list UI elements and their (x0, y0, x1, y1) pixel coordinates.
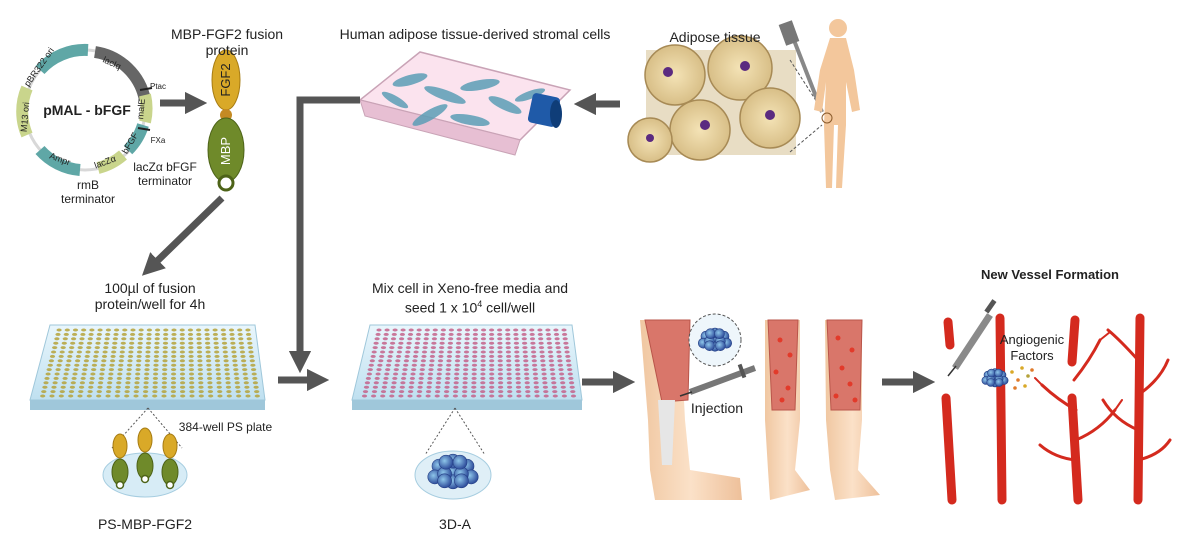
arrow-protein-to-coating (141, 195, 225, 276)
vessel-injection-syringe (947, 299, 997, 377)
laclq-segment (93, 46, 151, 102)
lacz-terminator-label: lacZα bFGF terminator (133, 160, 197, 188)
seeded-384-well-plate (351, 324, 583, 410)
fusion-protein-title: MBP-FGF2 fusion protein (170, 26, 284, 58)
new-vessel-title: New Vessel Formation (981, 267, 1119, 282)
human-body-silhouette (814, 19, 860, 188)
leg-muscle-right (825, 319, 880, 500)
seeding-title-suffix: cell/well (482, 299, 536, 316)
ps-mbp-fgf2-label: PS-MBP-FGF2 (97, 516, 193, 532)
stromal-cells-title: Human adipose tissue-derived stromal cel… (339, 26, 611, 42)
male-segment (139, 93, 153, 124)
angiogenic-factors-label: Angiogenic Factors (999, 332, 1065, 363)
ptac-label: Ptac (149, 82, 166, 91)
adipose-tissue-image (627, 20, 824, 163)
injection-label: Injection (690, 400, 744, 416)
ampr-segment (35, 145, 81, 176)
angiogenic-factors-cluster (981, 366, 1034, 390)
mbp-label: MBP (218, 136, 233, 166)
seeding-title-exponent: 4 (477, 299, 483, 309)
injection-syringe (679, 363, 757, 397)
spheroid-zoom (688, 313, 742, 367)
cell-culture-flask (358, 51, 572, 156)
coated-384-well-plate (29, 324, 266, 410)
fusion-protein (207, 49, 245, 192)
fxa-label: FXa (150, 136, 166, 145)
ori-segment (35, 43, 89, 75)
arrow-flask-to-seeding (288, 96, 360, 374)
adipose-tissue-title: Adipose tissue (669, 29, 761, 45)
m13-segment (16, 85, 33, 138)
rrnb-terminator-label: rmB terminator (60, 178, 116, 206)
seeding-title-text: Mix cell in Xeno-free media and seed 1 x… (371, 280, 569, 316)
3d-spheroid (414, 450, 492, 500)
lacz-segment (96, 150, 127, 174)
bfgf-segment (123, 123, 149, 155)
leg-muscle-left (640, 319, 742, 500)
coating-title: 100µl of fusion protein/well for 4h (94, 280, 206, 312)
fgf2-label: FGF2 (218, 63, 233, 97)
plate-label: 384-well PS plate (178, 420, 273, 434)
plasmid-name: pMAL - bFGF (43, 102, 131, 118)
plasmid-map (16, 43, 153, 176)
seeding-title: Mix cell in Xeno-free media and seed 1 x… (345, 280, 595, 316)
ps-mbp-fgf2-surface (102, 427, 188, 498)
3d-a-label: 3D-A (439, 516, 471, 532)
male-label: malE (135, 98, 147, 120)
leg-muscle-middle (765, 319, 810, 500)
blood-vessels (941, 313, 1172, 505)
